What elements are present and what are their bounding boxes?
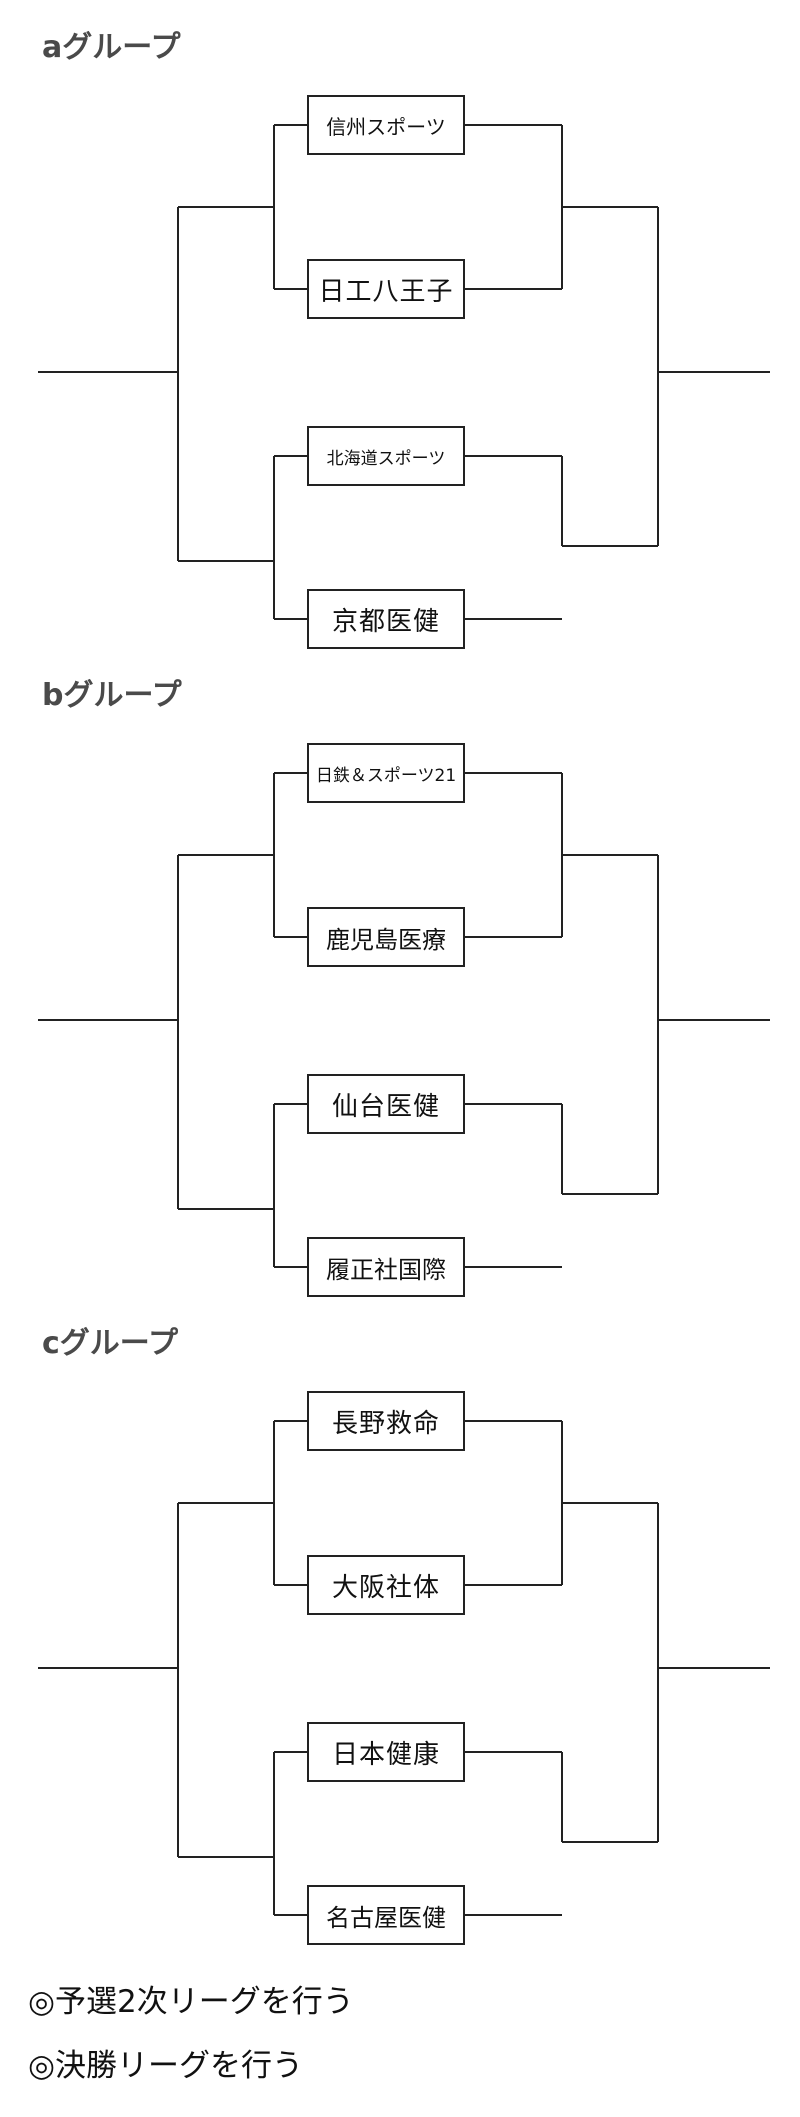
bracket-lines [38,772,770,1268]
team-slot-1: 信州スポーツ [307,95,465,155]
team-slot-3: 仙台医健 [307,1074,465,1134]
team-name: 日本健康 [331,1739,440,1770]
team-slot-1: 長野救命 [307,1391,465,1451]
team-name: 鹿児島医療 [326,925,446,954]
note-preliminary-second-league: ◎予選2次リーグを行う [28,1984,354,2020]
group-b: bグループ 日鉄＆スポーツ21 鹿児島医療 仙台医健 履正社国際 [0,674,800,1324]
team-slot-4: 京都医健 [307,589,465,649]
team-slot-3: 北海道スポーツ [307,426,465,486]
team-slot-4: 名古屋医健 [307,1885,465,1945]
group-title: bグループ [42,678,182,713]
bracket-lines [38,1420,770,1916]
team-slot-2: 鹿児島医療 [307,907,465,967]
team-name: 長野救命 [331,1408,440,1439]
team-slot-2: 大阪社体 [307,1555,465,1615]
team-name: 京都医健 [331,606,440,637]
team-slot-4: 履正社国際 [307,1237,465,1297]
team-name: 大阪社体 [331,1572,440,1603]
group-a: aグループ 信州スポーツ 日工八王子 北海道スポーツ 京都医健 [0,26,800,676]
team-name: 名古屋医健 [326,1903,446,1932]
team-name: 日工八王子 [318,276,454,307]
team-slot-1: 日鉄＆スポーツ21 [307,743,465,803]
team-name: 履正社国際 [326,1255,446,1284]
bracket-lines [38,124,770,620]
team-name: 日鉄＆スポーツ21 [315,765,457,786]
team-name: 仙台医健 [331,1091,440,1122]
note-final-league: ◎決勝リーグを行う [28,2048,304,2084]
team-name: 信州スポーツ [326,114,446,139]
team-slot-3: 日本健康 [307,1722,465,1782]
group-title: cグループ [42,1326,178,1361]
team-slot-2: 日工八王子 [307,259,465,319]
group-c: cグループ 長野救命 大阪社体 日本健康 名古屋医健 [0,1322,800,1972]
group-title: aグループ [42,30,181,65]
team-name: 北海道スポーツ [326,448,446,469]
